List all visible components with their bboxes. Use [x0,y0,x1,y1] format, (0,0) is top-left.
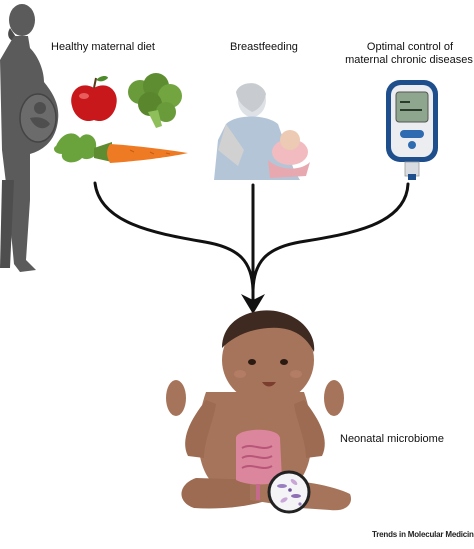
label-chronic-control-line1: Optimal control of [366,41,454,53]
arrow-head [241,294,265,314]
label-neonatal-microbiome: Neonatal microbiome [340,433,444,445]
intestine-icon [236,429,282,500]
journal-credit: Trends in Molecular Medicine [372,530,474,539]
glucose-meter-icon [386,80,438,180]
label-healthy-maternal-diet: Healthy maternal diet [51,41,155,53]
label-breastfeeding: Breastfeeding [230,41,298,53]
apple-icon [71,76,117,122]
converging-arrows [93,181,410,302]
breastfeeding-mother-icon [214,83,310,180]
microbes-icon [267,470,311,514]
label-chronic-control-line2: maternal chronic diseases [345,54,473,66]
carrot-icon [54,133,188,163]
arrow-from-chronic-control [251,182,410,292]
broccoli-icon [128,73,182,128]
pregnant-woman-icon [0,4,59,272]
arrow-from-diet [93,181,255,292]
